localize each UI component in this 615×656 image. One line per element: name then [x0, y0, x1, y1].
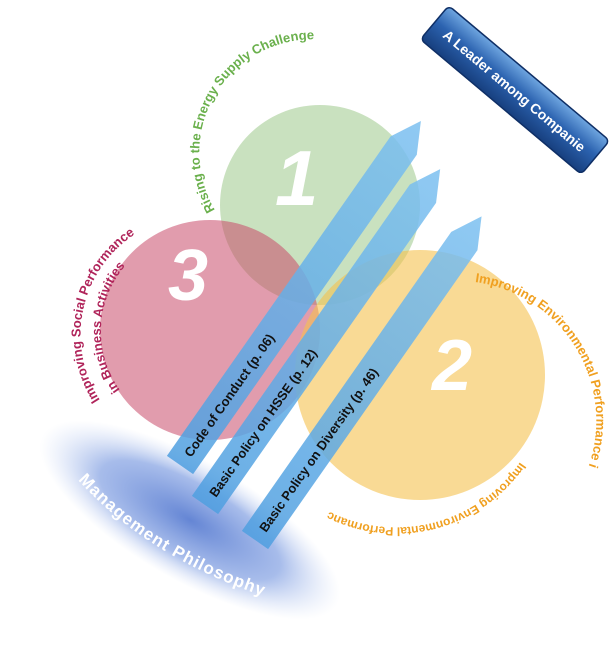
circle-2-number: 2	[430, 326, 472, 406]
banner-label: A Leader among Companie	[440, 27, 589, 156]
circle-3-number: 3	[168, 236, 208, 316]
arrow-2-shape	[191, 169, 441, 515]
arrow-3-shape	[241, 216, 482, 550]
base-cloud-shape	[39, 420, 341, 620]
arrow-1-shape	[166, 120, 421, 475]
banner-shape	[421, 6, 609, 174]
circle-3-shape	[100, 220, 320, 440]
circle-1-number: 1	[275, 134, 318, 222]
leader-banner: A Leader among Companie	[421, 6, 609, 174]
